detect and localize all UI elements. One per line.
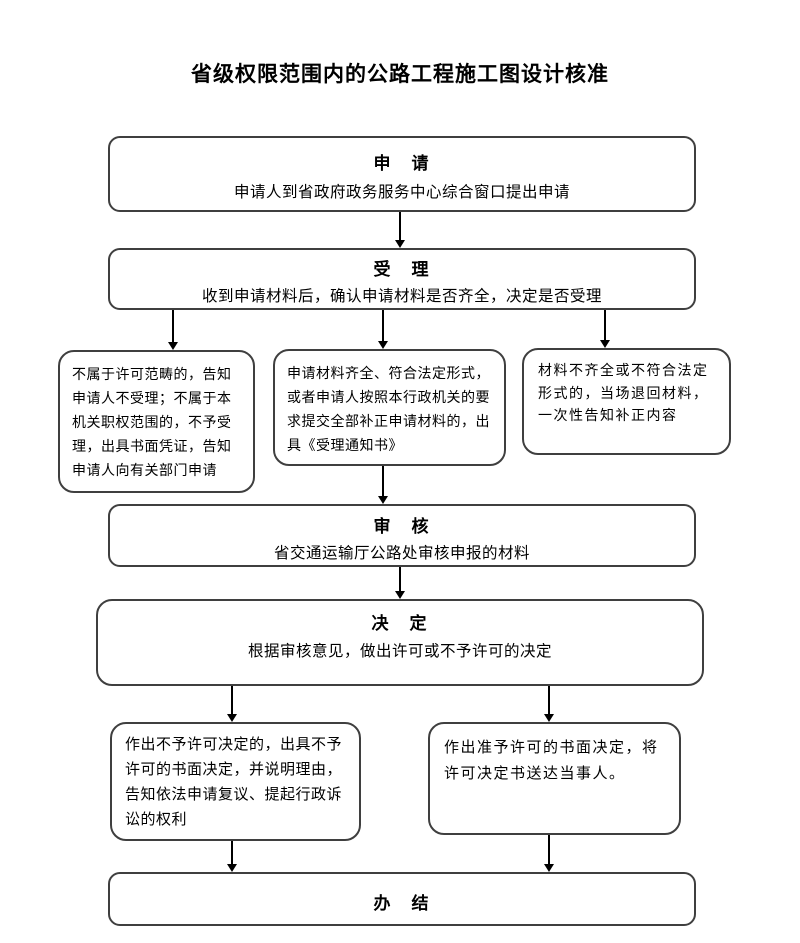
node-apply: 申 请 申请人到省政府政务服务中心综合窗口提出申请 xyxy=(108,136,696,212)
node-accept-heading: 受 理 xyxy=(373,260,431,279)
arrow-accept-to-branch-left xyxy=(172,310,174,343)
arrow-grant-to-finish xyxy=(548,835,550,865)
arrow-decision-to-grant xyxy=(548,686,550,715)
node-review-body: 省交通运输厅公路处审核申报的材料 xyxy=(273,545,530,562)
node-decision: 决 定 根据审核意见，做出许可或不予许可的决定 xyxy=(96,599,704,686)
node-review: 审 核 省交通运输厅公路处审核申报的材料 xyxy=(108,504,696,567)
arrow-deny-to-finish xyxy=(231,841,233,865)
node-branch-not-accepted: 不属于许可范畴的，告知申请人不受理；不属于本机关职权范围的，不予受理，出具书面凭… xyxy=(58,350,255,493)
node-finish-heading: 办 结 xyxy=(373,894,431,913)
node-branch-incomplete-body: 材料不齐全或不符合法定形式的，当场退回材料，一次性告知补正内容 xyxy=(538,362,709,423)
node-deny-decision-body: 作出不予许可决定的，出具不予许可的书面决定，并说明理由，告知依法申请复议、提起行… xyxy=(125,736,343,828)
node-apply-heading: 申 请 xyxy=(373,154,431,173)
node-accept: 受 理 收到申请材料后，确认申请材料是否齐全，决定是否受理 xyxy=(108,248,696,310)
node-decision-body: 根据审核意见，做出许可或不予许可的决定 xyxy=(247,643,552,660)
node-grant-decision: 作出准予许可的书面决定，将许可决定书送达当事人。 xyxy=(428,722,681,835)
node-branch-accepted-body: 申请材料齐全、符合法定形式，或者申请人按照本行政机关的要求提交全部补正申请材料的… xyxy=(287,365,490,453)
arrow-review-to-decision xyxy=(399,567,401,592)
arrow-accept-to-branch-middle xyxy=(382,310,384,342)
arrow-decision-to-deny xyxy=(231,686,233,715)
arrow-apply-to-accept xyxy=(399,212,401,241)
node-deny-decision: 作出不予许可决定的，出具不予许可的书面决定，并说明理由，告知依法申请复议、提起行… xyxy=(110,722,361,841)
node-branch-incomplete: 材料不齐全或不符合法定形式的，当场退回材料，一次性告知补正内容 xyxy=(522,348,731,455)
arrow-accept-to-branch-right xyxy=(604,310,606,341)
node-apply-body: 申请人到省政府政务服务中心综合窗口提出申请 xyxy=(233,184,570,201)
page-title: 省级权限范围内的公路工程施工图设计核准 xyxy=(191,63,609,86)
node-branch-not-accepted-body: 不属于许可范畴的，告知申请人不受理；不属于本机关职权范围的，不予受理，出具书面凭… xyxy=(72,366,232,478)
node-branch-accepted: 申请材料齐全、符合法定形式，或者申请人按照本行政机关的要求提交全部补正申请材料的… xyxy=(273,349,506,466)
node-grant-decision-body: 作出准予许可的书面决定，将许可决定书送达当事人。 xyxy=(444,739,659,782)
node-accept-body: 收到申请材料后，确认申请材料是否齐全，决定是否受理 xyxy=(201,288,602,305)
arrow-branch-middle-to-review xyxy=(382,466,384,497)
node-decision-heading: 决 定 xyxy=(371,614,429,633)
node-finish: 办 结 xyxy=(108,872,696,926)
node-review-heading: 审 核 xyxy=(373,517,431,536)
